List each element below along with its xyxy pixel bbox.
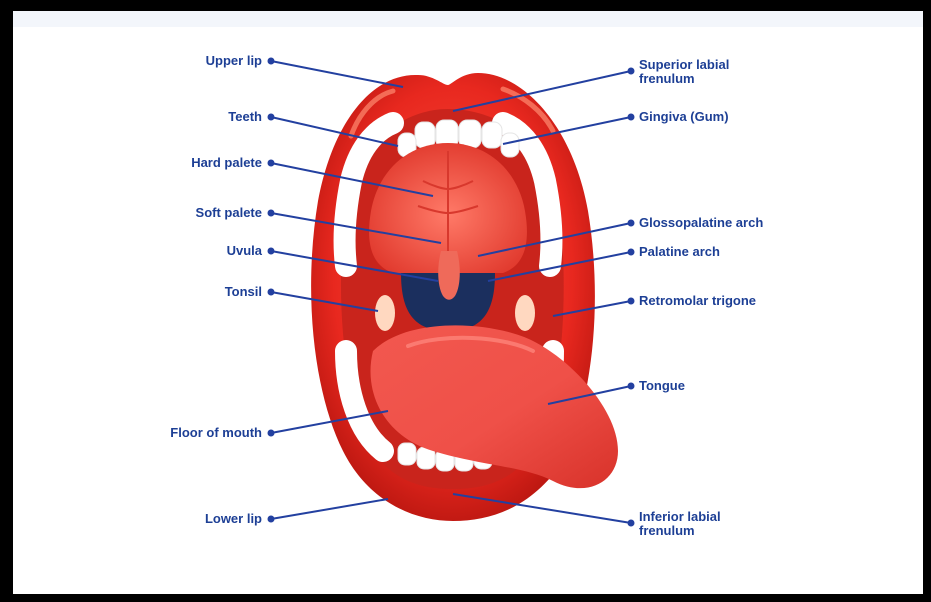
- label-superior-labial-frenulum-line2: frenulum: [639, 71, 695, 86]
- label-glossopalatine-arch: Glossopalatine arch: [639, 215, 763, 230]
- label-retromolar-trigone: Retromolar trigone: [639, 293, 756, 308]
- label-soft-palate: Soft palete: [196, 205, 262, 220]
- label-lower-lip: Lower lip: [205, 511, 262, 526]
- label-floor-of-mouth: Floor of mouth: [170, 425, 262, 440]
- diagram-canvas: Upper lip Teeth Hard palete Soft palete …: [13, 11, 923, 594]
- mouth-diagram: Upper lip Teeth Hard palete Soft palete …: [13, 11, 923, 594]
- uvula: [438, 251, 460, 300]
- label-tongue: Tongue: [639, 378, 685, 393]
- label-teeth: Teeth: [228, 109, 262, 124]
- label-uvula: Uvula: [227, 243, 263, 258]
- label-gingiva: Gingiva (Gum): [639, 109, 729, 124]
- label-hard-palate: Hard palete: [191, 155, 262, 170]
- label-superior-labial-frenulum-line1: Superior labial: [639, 57, 729, 72]
- label-inferior-labial-frenulum-line2: frenulum: [639, 523, 695, 538]
- label-upper-lip: Upper lip: [206, 53, 262, 68]
- label-palatine-arch: Palatine arch: [639, 244, 720, 259]
- label-inferior-labial-frenulum-line1: Inferior labial: [639, 509, 721, 524]
- tonsil-left: [375, 295, 395, 331]
- tonsil-right: [515, 295, 535, 331]
- label-tonsil: Tonsil: [225, 284, 262, 299]
